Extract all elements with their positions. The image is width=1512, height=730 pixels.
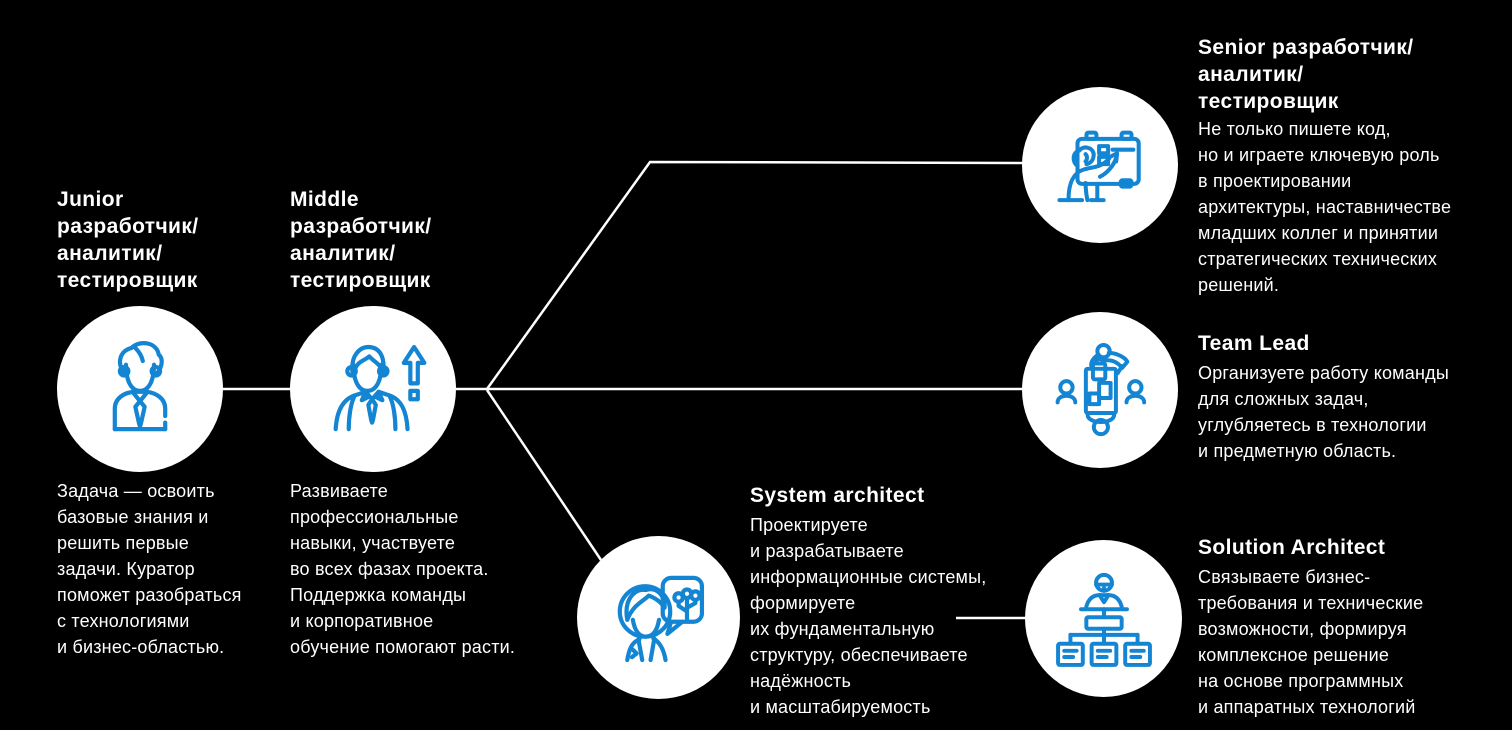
solution-architect-orgchart-icon [1055, 572, 1152, 667]
connector-middle-system [485, 389, 603, 561]
teamlead-circle [1022, 312, 1178, 468]
senior-whiteboard-icon [1057, 130, 1141, 203]
solution-title: Solution Architect [1198, 536, 1386, 559]
system-architect-speech-bubble-icon [617, 575, 704, 662]
senior-circle [1022, 87, 1178, 243]
system-title: System architect [750, 484, 925, 507]
system-circle [577, 536, 740, 699]
junior-person-icon [112, 341, 168, 432]
teamlead-meeting-table-icon [1055, 342, 1147, 437]
solution-description: Связываете бизнес- требования и техничес… [1198, 567, 1424, 717]
teamlead-description: Организуете работу команды для сложных з… [1198, 363, 1449, 461]
middle-circle [290, 306, 456, 472]
junior-circle [57, 306, 223, 472]
senior-description: Не только пишете код, но и играете ключе… [1198, 119, 1452, 295]
middle-person-growth-icon [333, 344, 427, 432]
connector-middle-senior [485, 160, 1025, 390]
senior-title: Senior разработчик/ аналитик/ тестировщи… [1198, 36, 1414, 113]
junior-description: Задача — освоить базовые знания и решить… [57, 481, 242, 657]
system-description: Проектируете и разрабатываете информацио… [750, 515, 987, 717]
junior-title: Junior разработчик/ аналитик/ тестировщи… [57, 188, 199, 292]
teamlead-title: Team Lead [1198, 332, 1310, 355]
solution-circle [1025, 540, 1182, 697]
middle-title: Middle разработчик/ аналитик/ тестировщи… [290, 188, 432, 292]
middle-description: Развиваете профессиональные навыки, учас… [290, 481, 516, 657]
